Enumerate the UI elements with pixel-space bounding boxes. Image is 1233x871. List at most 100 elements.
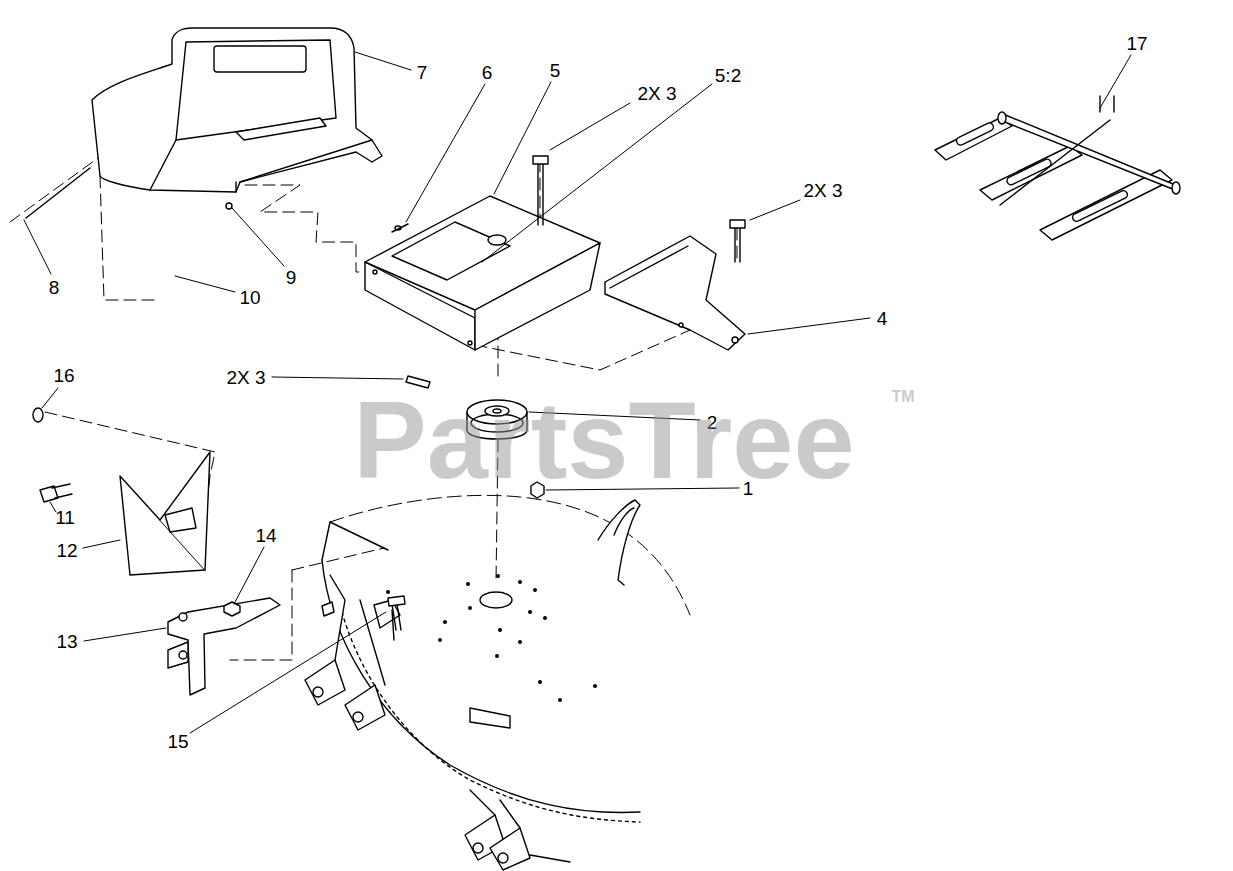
screws (26, 168, 90, 218)
bracket-part (610, 246, 688, 288)
deflector (160, 452, 210, 570)
cover-box (373, 270, 377, 274)
callout-number: 9 (286, 268, 297, 287)
seat-part (236, 140, 372, 192)
leader-lines (494, 82, 551, 194)
callout-number: 5:2 (715, 66, 741, 85)
callout-number: 12 (56, 541, 77, 560)
leader-lines (750, 200, 800, 220)
leader-lines (42, 388, 58, 408)
leader-lines (190, 612, 386, 733)
mower-deck (530, 855, 570, 862)
leader-lines (1100, 55, 1131, 108)
mower-deck (466, 582, 470, 586)
mower-deck (496, 574, 500, 578)
screws (730, 220, 745, 228)
washer-bolt (33, 408, 72, 502)
mower-deck (313, 687, 323, 697)
mower-deck (305, 575, 570, 870)
dashed-guides (100, 176, 158, 300)
bracket-part (679, 323, 683, 327)
mower-deck (386, 574, 597, 702)
callout-number: 2X 3 (637, 84, 676, 103)
mower-deck (558, 698, 562, 702)
seat-part (176, 40, 336, 140)
deflector-bracket (322, 602, 334, 616)
callout-number: 13 (56, 632, 77, 651)
roller-shaft (1000, 120, 1110, 205)
washer-bolt (40, 486, 58, 502)
deflector-bracket (168, 598, 334, 695)
deflector (165, 508, 196, 532)
bolt (388, 596, 405, 630)
seat-part (236, 118, 326, 140)
callout-number: 4 (877, 309, 888, 328)
leader-lines (24, 52, 1131, 733)
leader-lines (355, 52, 411, 70)
mower-deck (593, 684, 597, 688)
bracket-part (605, 236, 745, 350)
deflector-bracket (168, 598, 280, 695)
mower-deck (322, 560, 640, 812)
seat-part (226, 203, 232, 209)
bolt (388, 596, 405, 606)
mower-deck (598, 500, 640, 585)
callout-number: 17 (1126, 34, 1147, 53)
mower-deck (495, 654, 499, 658)
callout-number: 16 (53, 366, 74, 385)
callout-number: 8 (49, 278, 60, 297)
deflector-bracket (179, 651, 187, 659)
seat-part (92, 28, 382, 192)
roller-shaft (1071, 189, 1128, 222)
dashed-guides (475, 330, 690, 370)
mower-deck (498, 853, 508, 863)
callout-number: 7 (417, 63, 428, 82)
callout-number: 6 (482, 63, 493, 82)
mower-deck (498, 628, 502, 632)
callout-number: 2X 3 (803, 181, 842, 200)
mower-deck (438, 638, 442, 642)
screws (533, 156, 548, 164)
mower-deck (490, 828, 530, 870)
dashed-guides (245, 185, 370, 272)
cover-box (392, 224, 408, 232)
callout-number: 10 (239, 288, 260, 307)
mower-deck (518, 580, 522, 584)
callout-number: 5 (550, 61, 561, 80)
leader-lines (272, 377, 403, 379)
callout-number: 2X 3 (226, 368, 265, 387)
bracket-part (732, 337, 738, 343)
leader-lines (482, 84, 712, 262)
roller-shaft (998, 112, 1006, 124)
deflector-bracket (168, 642, 188, 668)
watermark-mark: TM (891, 389, 914, 405)
cover-box (365, 196, 600, 350)
leader-lines (175, 276, 235, 292)
seat-part (92, 28, 382, 209)
watermark: PartsTree (353, 385, 854, 495)
mower-deck (470, 708, 510, 728)
seat-part (150, 140, 176, 190)
seat-part (214, 46, 306, 72)
mower-deck (353, 712, 363, 722)
mower-deck (538, 680, 542, 684)
roller-shaft (935, 96, 1180, 240)
leader-lines (550, 103, 630, 150)
mower-deck (386, 590, 390, 594)
mower-deck (443, 620, 447, 624)
dashed-guides (10, 158, 98, 222)
leader-lines (84, 628, 166, 641)
leader-lines (83, 540, 120, 548)
deflector-bracket (224, 602, 240, 616)
leader-lines (50, 502, 56, 512)
washer-bolt (52, 484, 72, 498)
deflector (120, 452, 210, 575)
bracket-part (605, 236, 745, 350)
mower-deck (480, 592, 512, 608)
mower-deck (543, 616, 547, 620)
cover-box (475, 243, 600, 350)
mower-deck (305, 660, 345, 705)
callout-number: 15 (167, 732, 188, 751)
mower-deck (336, 585, 640, 822)
